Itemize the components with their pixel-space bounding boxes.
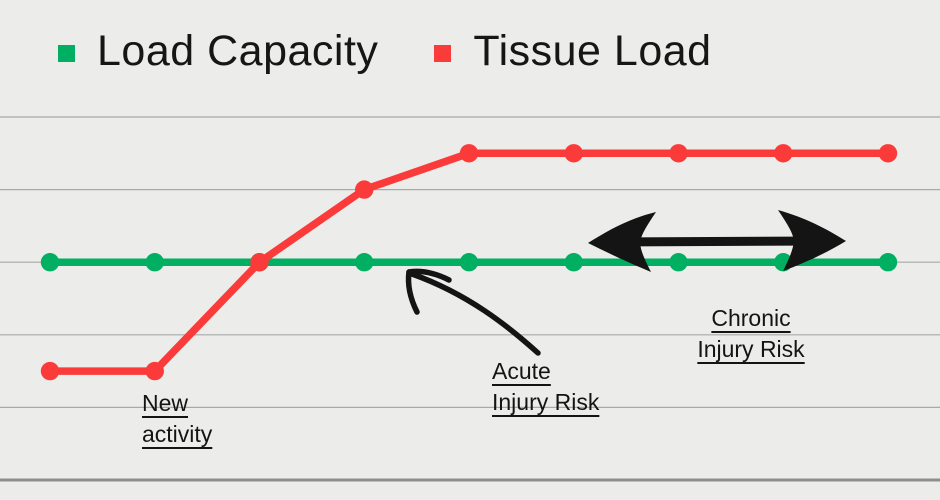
legend-item-tissue-load: Tissue Load xyxy=(434,26,712,77)
annotation-chronic-line2: Injury Risk xyxy=(697,336,805,362)
data-point-tissue-load xyxy=(40,361,60,381)
data-point-tissue-load xyxy=(878,144,898,163)
data-point-tissue-load xyxy=(250,253,269,272)
annotation-new-activity-line1: New xyxy=(142,390,189,416)
annotation-chronic-line1: Chronic xyxy=(711,305,791,331)
data-point-load-capacity xyxy=(669,253,688,272)
load-capacity-swatch-icon xyxy=(58,44,75,62)
annotation-acute-injury-risk: Acute Injury Risk xyxy=(492,356,599,418)
legend-label-tissue-load: Tissue Load xyxy=(473,26,712,75)
legend-label-load-capacity: Load Capacity xyxy=(97,26,379,75)
curved-arrow-icon xyxy=(405,268,541,356)
data-point-tissue-load xyxy=(669,144,688,163)
legend: Load Capacity Tissue Load xyxy=(58,24,712,82)
annotation-new-activity-line2: activity xyxy=(142,421,213,447)
data-point-load-capacity xyxy=(40,253,60,272)
data-point-load-capacity xyxy=(564,253,583,272)
data-point-load-capacity xyxy=(459,253,479,272)
annotation-acute-line2: Injury Risk xyxy=(492,389,600,415)
annotation-acute-line1: Acute xyxy=(492,358,551,384)
data-point-load-capacity xyxy=(145,253,164,272)
tissue-load-swatch-icon xyxy=(434,44,452,62)
data-point-tissue-load xyxy=(774,144,793,163)
data-point-tissue-load xyxy=(355,180,374,199)
annotation-new-activity: New activity xyxy=(142,388,212,450)
data-point-load-capacity xyxy=(878,253,898,272)
double-arrow-icon xyxy=(588,210,846,272)
data-point-tissue-load xyxy=(459,144,479,163)
annotation-chronic-injury-risk: Chronic Injury Risk xyxy=(680,303,822,365)
legend-item-load-capacity: Load Capacity xyxy=(58,26,379,77)
data-point-tissue-load xyxy=(564,144,583,163)
data-point-tissue-load xyxy=(145,361,164,381)
data-point-load-capacity xyxy=(355,253,374,272)
